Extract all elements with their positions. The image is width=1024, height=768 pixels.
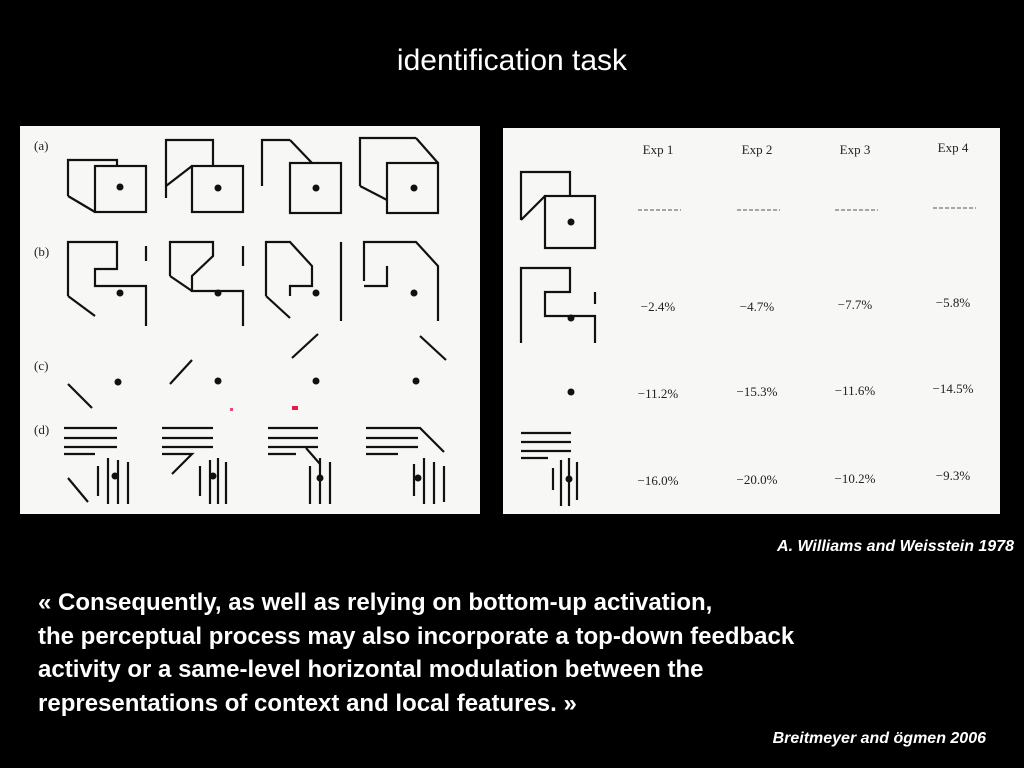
dot-d4 — [414, 474, 422, 482]
dot-b4 — [410, 289, 418, 297]
row-label-b: (b) — [34, 244, 50, 259]
figure-citation: A. Williams and Weisstein 1978 — [777, 538, 1014, 555]
quote-block: « Consequently, as well as relying on bo… — [38, 586, 998, 720]
cell-r3-exp1: −11.2% — [637, 386, 679, 401]
dot-d2 — [209, 472, 217, 480]
figure-right-drawing — [519, 170, 976, 506]
red-mark-small — [230, 408, 233, 411]
red-mark — [292, 406, 298, 410]
row-label-d: (d) — [34, 422, 50, 437]
shape-b1 — [66, 240, 148, 326]
cell-r3-exp4: −14.5% — [932, 381, 974, 396]
slide-title: identification task — [396, 44, 628, 77]
figure-right-panel: Exp 1 Exp 2 Exp 3 Exp 4 −2.4% −4.7% −7.7… — [503, 128, 1000, 514]
stimulus-row-4 — [521, 431, 579, 506]
header-exp-2: Exp 2 — [741, 142, 773, 157]
quote-line-2: the perceptual process may also incorpor… — [38, 622, 795, 650]
cell-r4-exp3: −10.2% — [834, 471, 876, 486]
dot-d3 — [316, 474, 324, 482]
cell-r2-exp4: −5.8% — [935, 295, 971, 310]
dot-b1 — [116, 289, 124, 297]
dot-c4 — [412, 377, 420, 385]
header-exp-3: Exp 3 — [839, 142, 871, 157]
cell-r4-exp2: −20.0% — [736, 472, 778, 487]
dot-r2 — [567, 314, 575, 322]
dot-c1 — [114, 378, 122, 386]
dot-a2 — [214, 184, 222, 192]
quote-line-1: « Consequently, as well as relying on bo… — [38, 589, 713, 616]
shape-c2 — [169, 359, 193, 385]
cell-r2-exp2: −4.7% — [739, 299, 775, 314]
shape-c3 — [291, 333, 319, 359]
shape-d2 — [162, 426, 228, 504]
dot-r1 — [567, 218, 575, 226]
cell-r4-exp4: −9.3% — [935, 468, 971, 483]
dot-a1 — [116, 183, 124, 191]
dot-r4 — [565, 475, 573, 483]
dot-b3 — [312, 289, 320, 297]
header-exp-1: Exp 1 — [642, 142, 674, 157]
dot-c2 — [214, 377, 222, 385]
shape-d3 — [268, 426, 332, 504]
dot-a4 — [410, 184, 418, 192]
dot-r3 — [567, 388, 575, 396]
row-label-c: (c) — [34, 358, 49, 373]
cell-r3-exp3: −11.6% — [834, 383, 876, 398]
shape-a2 — [164, 138, 245, 214]
stimulus-row-1 — [519, 170, 597, 250]
shape-b3 — [264, 240, 343, 321]
figure-left-panel: (a) (b) (c) (d) — [20, 126, 480, 514]
dot-d1 — [111, 472, 119, 480]
shape-b2 — [168, 240, 245, 326]
quote-line-4: representations of context and local fea… — [38, 689, 577, 717]
dot-b2 — [214, 289, 222, 297]
cell-r3-exp2: −15.3% — [736, 384, 778, 399]
shape-b4 — [362, 240, 440, 321]
quote-citation: Breitmeyer and ögmen 2006 — [772, 730, 986, 747]
shape-a1 — [66, 158, 148, 214]
dot-c3 — [312, 377, 320, 385]
dot-a3 — [312, 184, 320, 192]
cell-r2-exp3: −7.7% — [837, 297, 873, 312]
figure-left-drawing — [64, 136, 447, 504]
quote-line-3: activity or a same-level horizontal modu… — [38, 656, 704, 683]
cell-r2-exp1: −2.4% — [640, 299, 676, 314]
shape-d4 — [366, 426, 446, 504]
shape-a3 — [260, 138, 343, 215]
header-exp-4: Exp 4 — [937, 140, 969, 155]
stimulus-row-2 — [519, 266, 597, 343]
shape-a4 — [358, 136, 440, 215]
shape-d1 — [64, 426, 130, 504]
row-label-a: (a) — [34, 138, 49, 153]
cell-r4-exp1: −16.0% — [637, 473, 679, 488]
shape-c4 — [419, 335, 447, 361]
shape-c1 — [67, 383, 93, 409]
